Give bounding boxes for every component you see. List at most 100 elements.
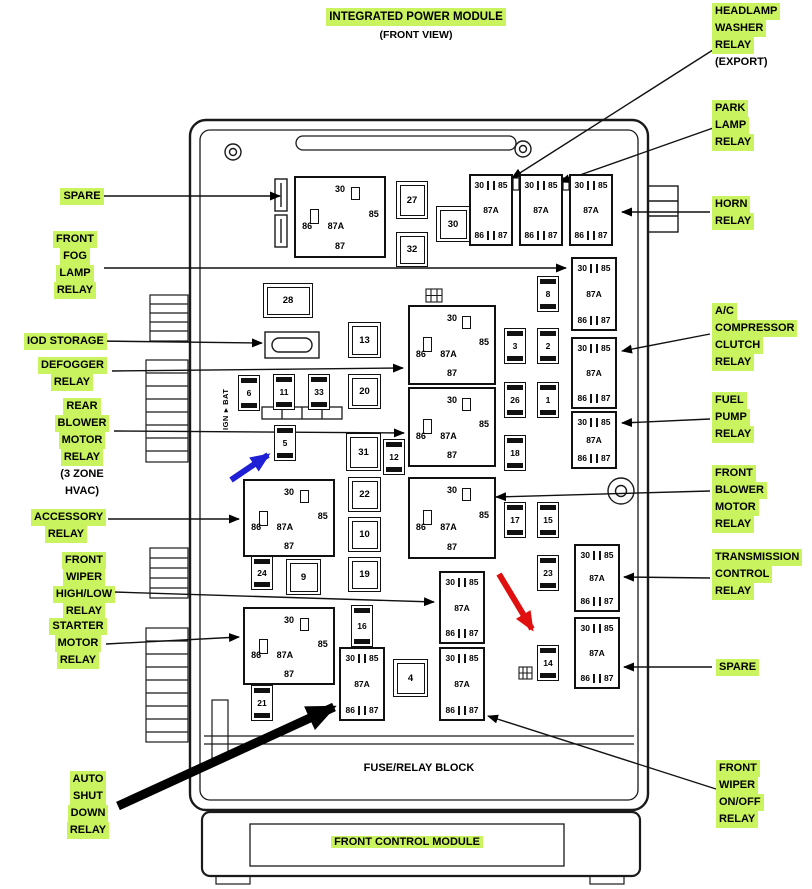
fuse-27: 27 — [396, 181, 428, 219]
callout-headlamp-washer-relay-text: RELAY — [712, 37, 755, 54]
relay-box-headlamp-washer-pin-30: 30 — [474, 180, 484, 190]
relay-box-fuel-pump-row-1: 87A — [575, 435, 613, 445]
relay-box-transmission-row-0: 30 85 — [578, 550, 616, 560]
fuse-32-label: 32 — [406, 244, 418, 255]
relay-box-defogger-pin-30: 30 — [446, 313, 457, 324]
page-subtitle: (FRONT VIEW) — [379, 29, 453, 41]
minifuse-5: 5 — [274, 425, 296, 461]
fuse-28-label: 28 — [282, 295, 294, 306]
title-line: INTEGRATED POWER MODULE — [246, 8, 586, 26]
fuse-9: 9 — [286, 559, 321, 595]
relay-box-transmission-pin-30: 30 — [580, 550, 590, 560]
callout-iod-storage: IOD STORAGE — [24, 333, 107, 350]
callout-accessory-relay-line: ACCESSORY — [31, 509, 107, 526]
relay-box-spare-right-pin-85: 85 — [604, 623, 614, 633]
callout-accessory-relay-text: ACCESSORY — [31, 509, 107, 526]
relay-box-rear-blower-pin-87: 87 — [446, 450, 457, 461]
relay-box-auto-shutdown-row-2: 86 87 — [343, 705, 381, 715]
callout-horn-relay-line: HORN — [712, 196, 754, 213]
minifuse-2-label: 2 — [545, 341, 551, 351]
relay-box-accessory-pin-86: 86 — [251, 521, 262, 532]
relay-box-transmission-pin-86: 86 — [580, 596, 590, 606]
minifuse-14-label: 14 — [543, 658, 553, 668]
relay-box-ac-clutch-pin-85: 85 — [601, 343, 611, 353]
screw-icons — [224, 140, 532, 161]
relay-box-auto-shutdown-pin-87: 87 — [369, 705, 379, 715]
callout-front-blower-motor-relay-line: FRONT — [712, 465, 767, 482]
callout-front-fog-lamp-relay-text: FOG — [60, 248, 90, 265]
callout-park-lamp-relay-line: RELAY — [712, 134, 755, 151]
fuse-20: 20 — [348, 374, 381, 409]
relay-box-defogger-pin-85: 85 — [478, 337, 489, 348]
relay-box-transmission-pin-85: 85 — [604, 550, 614, 560]
fuse-28: 28 — [263, 283, 313, 318]
relay-box-wiper-on-off-pin-86: 86 — [445, 705, 455, 715]
relay-box-horn-pin-85: 85 — [598, 180, 608, 190]
callout-auto-shut-down-relay-text: RELAY — [66, 822, 110, 839]
fuse-relay-block-label: FUSE/RELAY BLOCK — [363, 762, 475, 774]
relay-box-rear-blower-pin-86: 86 — [415, 430, 426, 441]
fuse-31-label: 31 — [358, 446, 369, 458]
relay-box-starter-pin-86: 86 — [251, 649, 262, 660]
relay-box-spare-pin-85: 85 — [368, 209, 379, 220]
relay-box-defogger-pin-87: 87 — [446, 368, 457, 379]
relay-box-headlamp-washer-row-1: 87A — [473, 205, 509, 215]
relay-box-headlamp-washer-pin-87A: 87A — [483, 205, 499, 215]
callout-spare-left: SPARE — [52, 188, 112, 205]
callout-front-wiper-on-off-relay-text: WIPER — [716, 777, 759, 794]
callout-front-fog-lamp-relay-line: RELAY — [45, 282, 105, 299]
fuse-4: 4 — [393, 659, 428, 697]
callout-front-wiper-high-low-relay-text: RELAY — [62, 603, 106, 620]
callout-rear-blower-motor-relay-line: BLOWER — [52, 415, 112, 432]
ign-label: IGN — [221, 415, 230, 430]
callout-rear-blower-motor-relay-line: RELAY — [52, 449, 112, 466]
callout-auto-shut-down-relay-text: DOWN — [67, 805, 109, 822]
callout-front-wiper-high-low-relay-text: WIPER — [62, 569, 106, 586]
terminal-bar-icon — [358, 653, 366, 663]
callout-rear-blower-motor-relay-plain-text: HVAC) — [64, 485, 99, 497]
callout-front-fog-lamp-relay-line: FOG — [45, 248, 105, 265]
minifuse-33: 33 — [308, 374, 330, 410]
callout-park-lamp-relay-line: PARK — [712, 100, 754, 117]
relay-box-ac-clutch-pin-86: 86 — [577, 393, 587, 403]
terminal-bar-icon — [593, 673, 601, 683]
callout-starter-motor-relay-line: STARTER — [46, 618, 110, 635]
right-side-tab — [647, 185, 679, 233]
leader-starter — [105, 633, 240, 645]
callout-front-wiper-on-off-relay-line: RELAY — [716, 811, 764, 828]
callout-park-lamp-relay-text: RELAY — [712, 134, 755, 151]
fuse-22-label: 22 — [359, 489, 370, 500]
callout-spare-left-text: SPARE — [60, 188, 104, 205]
callout-front-blower-motor-relay-text: BLOWER — [712, 482, 767, 499]
relay-box-front-blower-pin-85: 85 — [478, 510, 489, 521]
relay-box-auto-shutdown-pin-86: 86 — [345, 705, 355, 715]
callout-front-fog-lamp-relay-text: FRONT — [53, 231, 97, 248]
fuse-30: 30 — [436, 206, 470, 242]
relay-box-headlamp-washer-pin-87: 87 — [498, 230, 508, 240]
relay-box-auto-shutdown-pin-87A: 87A — [354, 679, 370, 689]
callout-rear-blower-motor-relay-text: MOTOR — [58, 432, 106, 449]
relay-box-starter-pin-87a: 87A — [276, 649, 294, 660]
relay-box-transmission-row-1: 87A — [578, 573, 616, 583]
minifuse-26-label: 26 — [510, 395, 520, 405]
relay-box-fuel-pump-pin-30: 30 — [577, 417, 587, 427]
relay-box-front-fog-pin-86: 86 — [577, 315, 587, 325]
relay-box-rear-blower-pin-85: 85 — [478, 419, 489, 430]
minifuse-15-label: 15 — [543, 515, 553, 525]
callout-front-blower-motor-relay-line: RELAY — [712, 516, 767, 533]
callout-front-wiper-high-low-relay-line: FRONT — [50, 552, 118, 569]
relay-box-accessory-pin-87: 87 — [283, 540, 294, 551]
iod-storage-symbol — [264, 331, 320, 359]
minifuse-17-label: 17 — [510, 515, 520, 525]
callout-front-wiper-high-low-relay-line: WIPER — [50, 569, 118, 586]
callout-ac-compressor-clutch-relay-text: COMPRESSOR — [712, 320, 798, 337]
